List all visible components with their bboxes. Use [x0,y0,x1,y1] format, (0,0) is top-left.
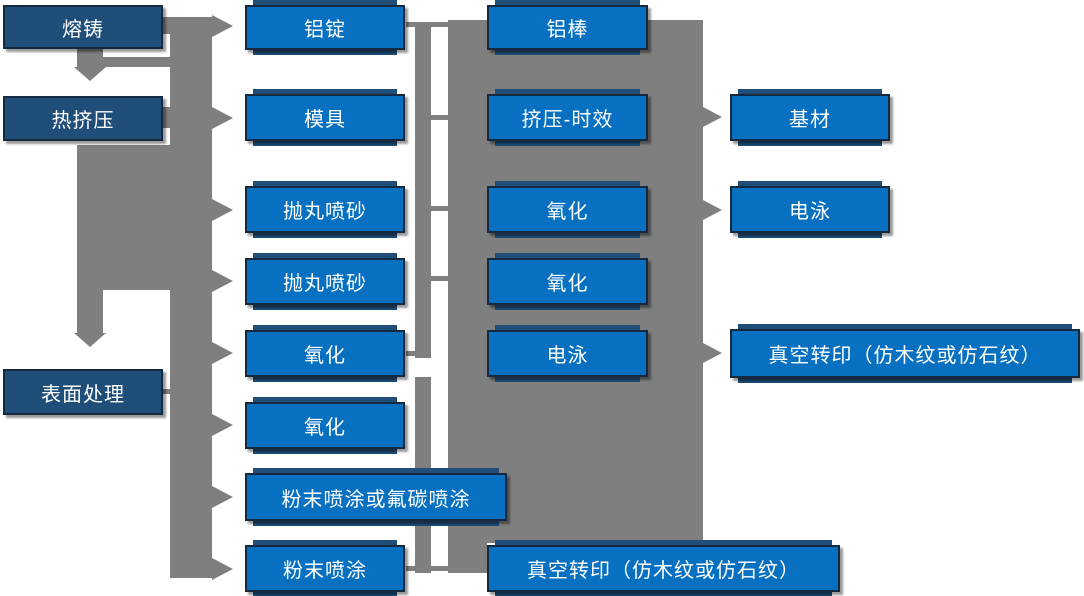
node-label: 热挤压 [51,110,115,132]
arrowhead-right-icon [703,343,722,363]
flow-node-dianyong-1: 电泳 [487,325,648,382]
arrowhead-down-icon [74,67,106,81]
node-label: 氧化 [304,417,346,439]
connector-bar [163,107,212,128]
node-label: 电泳 [789,201,831,223]
node-label: 氧化 [546,201,589,223]
flow-node-fenmopentu: 粉末喷涂 [245,540,405,596]
connector-bar [406,566,415,571]
node-label: 氧化 [546,273,589,295]
arrowhead-right-icon [212,15,233,37]
connector-bar [406,351,415,356]
node-box: 熔铸 [3,5,163,49]
node-label: 氧化 [304,345,346,367]
connector-bar [77,57,212,67]
node-box: 电泳 [730,186,890,233]
node-box: 模具 [245,94,405,141]
arrowhead-right-icon [212,107,233,129]
node-label: 挤压-时效 [521,109,614,131]
node-box: 氧化 [245,402,405,449]
flow-node-yanghua-1: 氧化 [245,325,405,382]
arrowhead-right-icon [212,558,233,580]
flow-node-muju: 模具 [245,89,405,146]
node-box: 氧化 [487,258,648,305]
arrowhead-right-icon [212,342,233,364]
arrowhead-right-icon [212,486,233,508]
arrowhead-right-icon [703,107,722,127]
arrowhead-right-icon [703,200,722,220]
connector-bar [431,115,448,120]
node-box: 基材 [730,94,890,141]
node-label: 铝锭 [304,19,346,41]
node-box: 真空转印（仿木纹或仿石纹） [730,329,1080,378]
flow-node-yanghua-4: 氧化 [487,253,648,310]
node-box: 粉末喷涂 [245,545,405,592]
node-label: 模具 [304,109,346,131]
flow-node-fenmo-futan: 粉末喷涂或氟碳喷涂 [245,468,507,526]
flow-node-lvbang: 铝棒 [487,0,648,55]
flow-node-paowanpensha-1: 抛丸喷砂 [245,181,405,238]
connector-bar [431,206,448,211]
node-label: 粉末喷涂 [283,560,367,582]
flow-node-biaomianchuli: 表面处理 [3,369,163,415]
node-label: 抛丸喷砂 [283,273,367,295]
connector-bar [431,566,448,571]
node-box: 真空转印（仿木纹或仿石纹） [487,545,840,592]
connector-bar [77,48,103,67]
node-label: 熔铸 [62,18,104,41]
node-label: 基材 [789,109,831,131]
flow-node-paowanpensha-2: 抛丸喷砂 [245,253,405,310]
flow-node-lvding: 铝锭 [245,0,405,55]
node-label: 真空转印（仿木纹或仿石纹） [768,345,1042,367]
node-box: 铝棒 [487,5,648,50]
flow-node-yanghua-2: 氧化 [245,397,405,454]
node-box: 抛丸喷砂 [245,186,405,233]
arrowhead-right-icon [212,414,233,436]
node-box: 氧化 [245,330,405,377]
connector-bar [406,22,415,27]
connector-bar [431,22,448,27]
connector-bar [77,145,103,333]
node-box: 表面处理 [3,369,163,415]
node-label: 表面处理 [41,383,125,406]
node-box: 电泳 [487,330,648,377]
flow-node-zhenkong-bottom: 真空转印（仿木纹或仿石纹） [487,540,840,596]
node-label: 粉末喷涂或氟碳喷涂 [281,488,471,511]
node-box: 氧化 [487,186,648,233]
flow-node-yanghua-3: 氧化 [487,181,648,238]
flow-node-rejiya: 热挤压 [3,96,163,141]
node-label: 铝棒 [546,19,589,41]
connector-bar [431,276,448,281]
node-box: 热挤压 [3,96,163,141]
connector-bar [415,22,431,358]
connector-bar [163,389,177,394]
flow-node-zhenkong-right: 真空转印（仿木纹或仿石纹） [730,324,1080,383]
flow-node-jiya-shixiao: 挤压-时效 [487,89,648,146]
node-label: 真空转印（仿木纹或仿石纹） [527,560,800,582]
flow-node-rongzhu: 熔铸 [3,5,163,49]
connector-bar [170,17,212,578]
node-label: 抛丸喷砂 [283,201,367,223]
arrowhead-right-icon [212,270,233,292]
connector-bar [161,17,212,34]
connector-bar [448,543,487,573]
flow-node-dianyong-2: 电泳 [730,181,890,238]
node-label: 电泳 [546,345,589,367]
node-box: 粉末喷涂或氟碳喷涂 [245,473,507,521]
arrowhead-right-icon [212,199,233,221]
flow-node-jicai: 基材 [730,89,890,146]
arrowhead-down-icon [74,333,106,347]
node-box: 抛丸喷砂 [245,258,405,305]
node-box: 挤压-时效 [487,94,648,141]
node-box: 铝锭 [245,5,405,50]
